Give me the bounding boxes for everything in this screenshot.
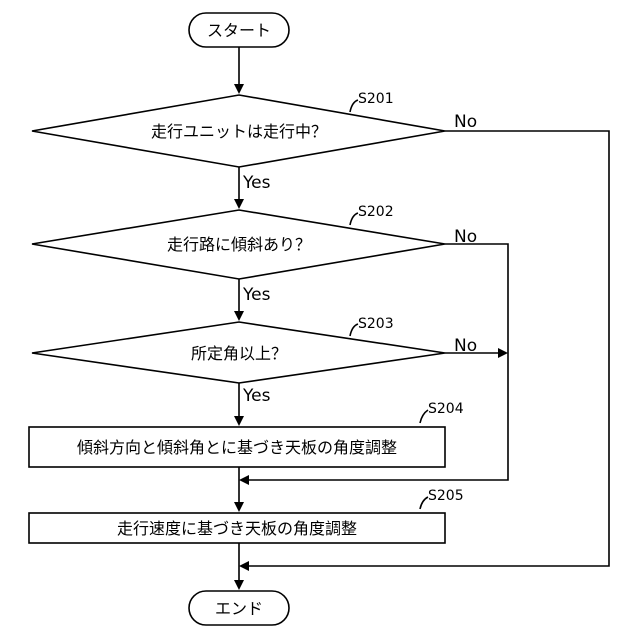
step-id-leader — [420, 410, 428, 423]
process-s205: 走行速度に基づき天板の角度調整 — [29, 513, 445, 543]
step-id-s205: S205 — [428, 488, 464, 504]
no-label: No — [454, 336, 477, 356]
arrowhead — [239, 561, 249, 571]
arrowhead — [234, 84, 244, 94]
decision-text: 走行路に傾斜あり？ — [167, 235, 311, 254]
arrowhead — [234, 311, 244, 321]
yes-label: Yes — [242, 386, 271, 406]
arrowhead — [234, 416, 244, 426]
arrowhead — [234, 580, 244, 590]
process-text: 走行速度に基づき天板の角度調整 — [117, 519, 357, 538]
decision-text: 走行ユニットは走行中？ — [151, 122, 327, 141]
step-id-leader — [350, 100, 358, 112]
step-id-s201: S201 — [358, 91, 394, 107]
end-label: エンド — [215, 599, 263, 618]
no-label: No — [454, 227, 477, 247]
step-id-leader — [420, 497, 428, 509]
arrowhead — [234, 199, 244, 209]
step-id-s203: S203 — [358, 316, 394, 332]
step-id-s202: S202 — [358, 204, 394, 220]
process-text: 傾斜方向と傾斜角とに基づき天板の角度調整 — [77, 438, 397, 457]
arrowhead — [234, 502, 244, 512]
decision-text: 所定角以上？ — [191, 344, 287, 363]
start-terminal: スタート — [189, 13, 289, 47]
end-terminal: エンド — [189, 591, 289, 625]
process-s204: 傾斜方向と傾斜角とに基づき天板の角度調整 — [29, 427, 445, 467]
no-label: No — [454, 112, 477, 132]
yes-label: Yes — [242, 285, 271, 305]
arrowhead — [498, 348, 508, 358]
arrowhead — [239, 475, 249, 485]
start-label: スタート — [207, 21, 271, 40]
step-id-leader — [350, 324, 358, 336]
step-id-leader — [350, 213, 358, 225]
yes-label: Yes — [242, 173, 271, 193]
step-id-s204: S204 — [428, 401, 464, 417]
decision-s202: 走行路に傾斜あり？ — [32, 210, 445, 279]
